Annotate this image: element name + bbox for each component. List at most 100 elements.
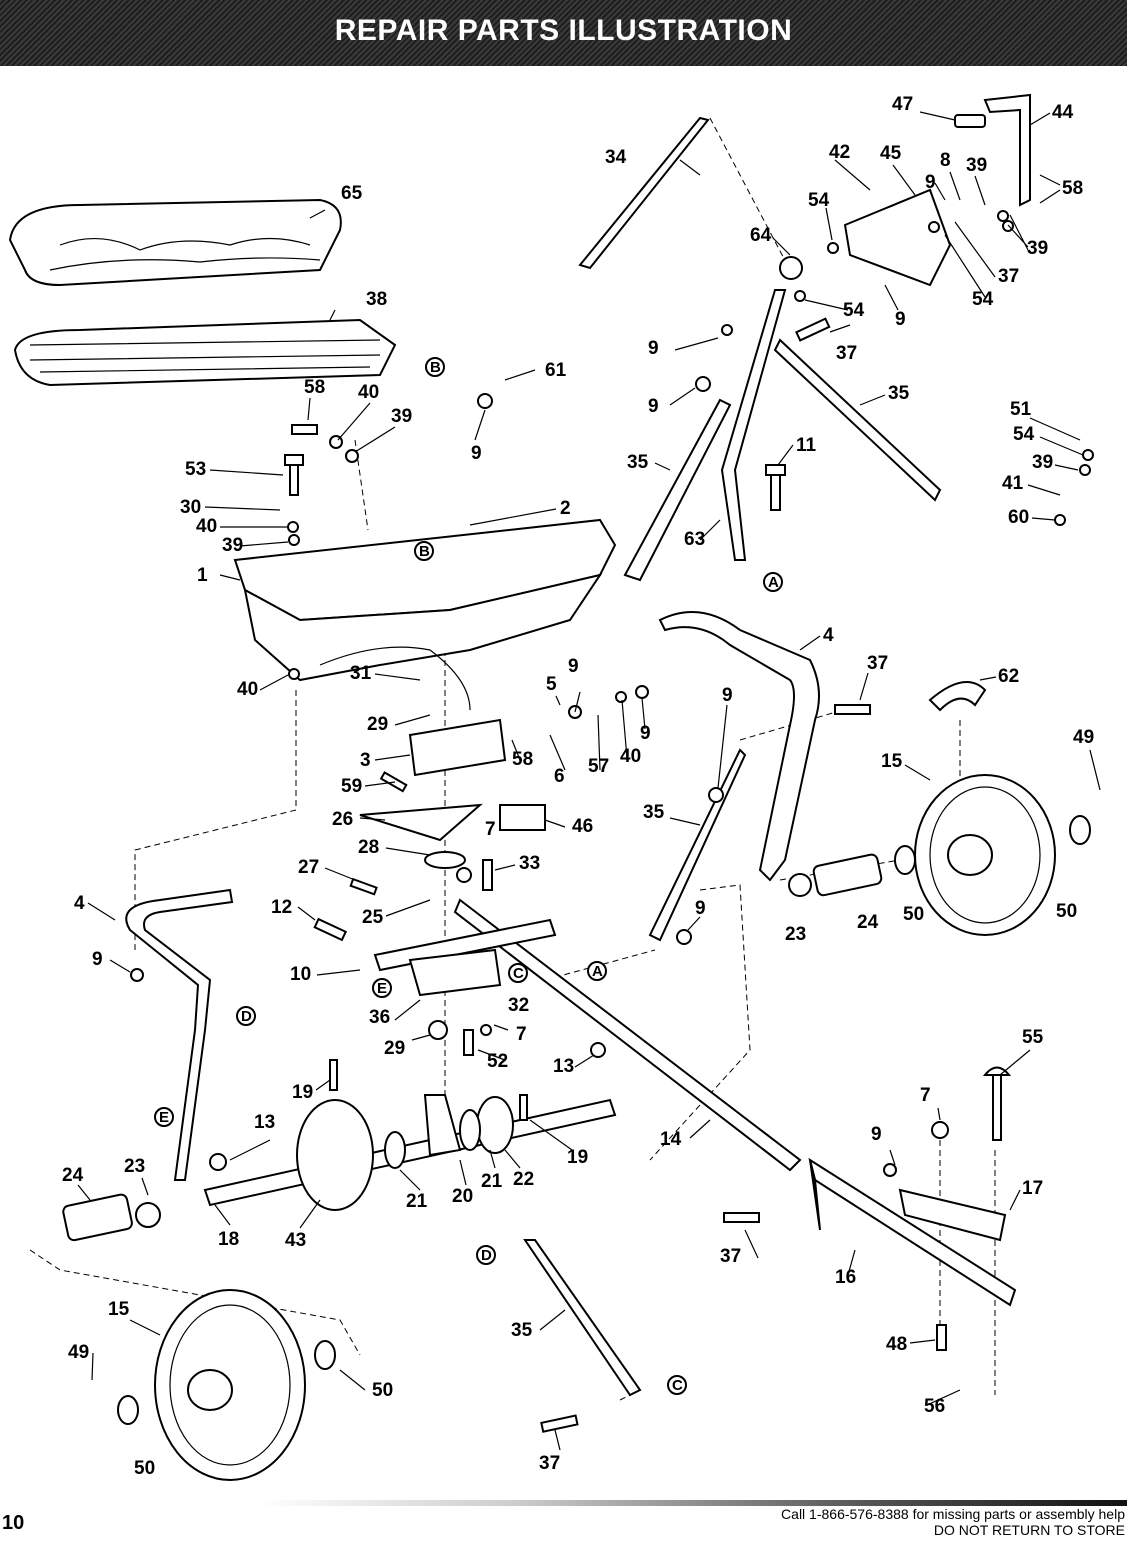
callout: 13 (553, 1056, 574, 1077)
callout: 21 (406, 1191, 428, 1212)
callout: 50 (372, 1380, 393, 1401)
gearbox-parts (296, 718, 546, 1211)
store-notice: DO NOT RETURN TO STORE (933, 1522, 1125, 1538)
callout: 7 (516, 1024, 527, 1045)
exploded-parts-diagram: 1 2 3 4 4 5 6 7 7 7 8 9 9 9 9 9 9 9 9 9 … (8, 93, 1101, 1481)
callout: 35 (511, 1320, 533, 1341)
callout: 3 (360, 750, 371, 771)
ref-letter: D (481, 1247, 492, 1264)
callout: 37 (539, 1453, 560, 1474)
callout: 27 (298, 857, 319, 878)
callout: 54 (843, 300, 865, 321)
callout: 9 (695, 898, 706, 919)
callout: 11 (796, 435, 817, 456)
part-42-44-control (843, 93, 1031, 287)
callout: 12 (271, 897, 292, 918)
callout: 9 (722, 685, 733, 706)
leader-lines (77, 111, 1101, 1451)
callout: 52 (487, 1051, 508, 1072)
callout: 56 (924, 1396, 945, 1417)
callout: 35 (627, 452, 649, 473)
callout: 5 (546, 674, 557, 695)
callout: 58 (512, 749, 533, 770)
callout: 35 (888, 383, 910, 404)
ref-letter: E (159, 1109, 169, 1126)
callout: 25 (362, 907, 384, 928)
callout: 1 (197, 565, 208, 586)
ref-letter: A (592, 963, 603, 980)
callout: 37 (836, 343, 857, 364)
callout: 41 (1002, 473, 1024, 494)
part-16-17-brackets (808, 1157, 1017, 1307)
callout: 9 (648, 396, 659, 417)
help-line: Call 1-866-576-8388 for missing parts or… (781, 1506, 1125, 1522)
callout: 7 (920, 1085, 931, 1106)
callout: 8 (940, 150, 951, 171)
ref-letter: C (672, 1377, 683, 1394)
callout: 9 (92, 949, 103, 970)
callout: 50 (903, 904, 924, 925)
callout: 15 (881, 751, 903, 772)
ref-letter: E (377, 980, 387, 997)
callout: 40 (358, 382, 379, 403)
callout: 58 (304, 377, 325, 398)
reference-letters: B B A A C C D D E E (154, 357, 783, 1395)
callout: 29 (367, 714, 388, 735)
callout: 6 (554, 766, 565, 787)
header-banner: REPAIR PARTS ILLUSTRATION (0, 0, 1127, 66)
callout: 37 (998, 266, 1019, 287)
callout: 65 (341, 183, 363, 204)
callout: 37 (720, 1246, 741, 1267)
ref-letter: D (241, 1008, 252, 1025)
callout: 39 (1027, 238, 1048, 259)
callout: 45 (880, 143, 902, 164)
callout: 54 (1013, 424, 1035, 445)
callout: 18 (218, 1229, 239, 1250)
callout: 9 (871, 1124, 882, 1145)
callout: 9 (471, 443, 482, 464)
footer-rule (258, 1500, 1127, 1506)
callout: 35 (643, 802, 665, 823)
callout: 4 (74, 893, 85, 914)
callout: 55 (1022, 1027, 1044, 1048)
callout: 21 (481, 1171, 503, 1192)
callout: 40 (196, 516, 217, 537)
ref-letter: A (768, 574, 779, 591)
callout: 24 (857, 912, 879, 933)
callout: 29 (384, 1038, 405, 1059)
callout: 2 (560, 498, 571, 519)
callout: 23 (785, 924, 806, 945)
callout: 10 (290, 964, 311, 985)
callout: 63 (684, 529, 705, 550)
callout: 39 (222, 535, 243, 556)
callout: 43 (285, 1230, 306, 1251)
callout: 49 (1073, 727, 1094, 748)
callout: 53 (185, 459, 206, 480)
callout: 58 (1062, 178, 1083, 199)
callout: 49 (68, 1342, 89, 1363)
callout: 39 (1032, 452, 1053, 473)
callout: 9 (568, 656, 579, 677)
ref-letter: C (513, 965, 524, 982)
callout: 50 (1056, 901, 1077, 922)
callout: 9 (895, 309, 906, 330)
callout: 26 (332, 809, 353, 830)
callout: 44 (1052, 102, 1074, 123)
ref-letter: B (419, 543, 430, 560)
callout: 50 (134, 1458, 155, 1479)
callout: 19 (292, 1082, 313, 1103)
page-number: 10 (2, 1512, 25, 1534)
callout: 54 (972, 289, 994, 310)
callout: 23 (124, 1156, 145, 1177)
callout: 40 (620, 746, 641, 767)
callout: 13 (254, 1112, 275, 1133)
callout: 4 (823, 625, 834, 646)
hardware-bolts (284, 317, 1012, 1433)
callout: 17 (1022, 1178, 1043, 1199)
callout: 32 (508, 995, 529, 1016)
ref-letter: B (430, 359, 441, 376)
callout: 28 (358, 837, 379, 858)
callout: 15 (108, 1299, 130, 1320)
callout: 40 (237, 679, 258, 700)
callout: 62 (998, 666, 1019, 687)
